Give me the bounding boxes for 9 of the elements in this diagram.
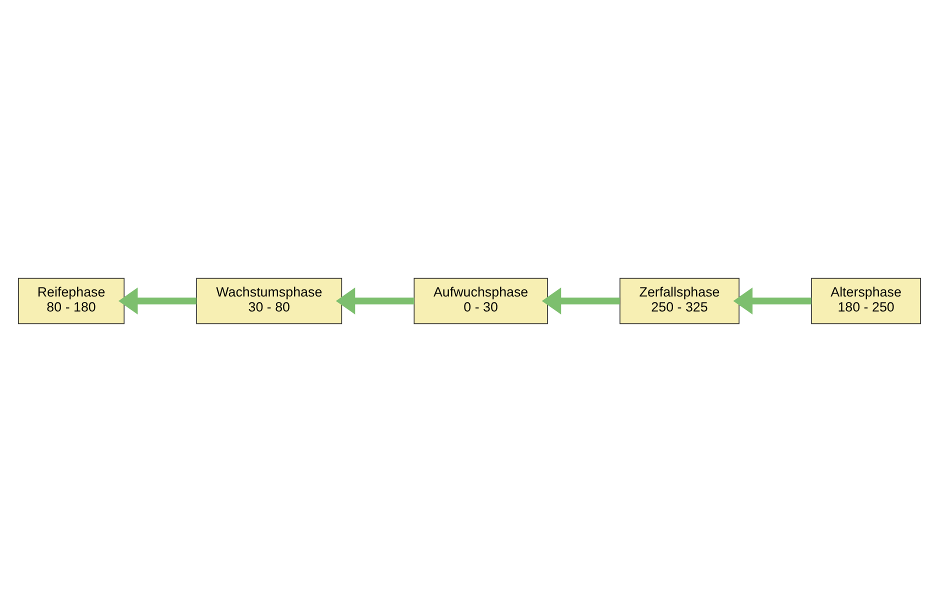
- arrow: [118, 287, 197, 314]
- node-box: Zerfallsphase 250 - 325: [620, 277, 740, 324]
- node-box: Reifephase 80 - 180: [18, 277, 125, 324]
- arrow: [542, 287, 620, 314]
- arrow: [733, 287, 812, 314]
- arrow: [336, 287, 414, 314]
- node-box: Wachstumsphase 30 - 80: [196, 277, 342, 324]
- node-box: Aufwuchsphase 0 - 30: [414, 277, 548, 324]
- node-box: Altersphase 180 - 250: [811, 277, 921, 324]
